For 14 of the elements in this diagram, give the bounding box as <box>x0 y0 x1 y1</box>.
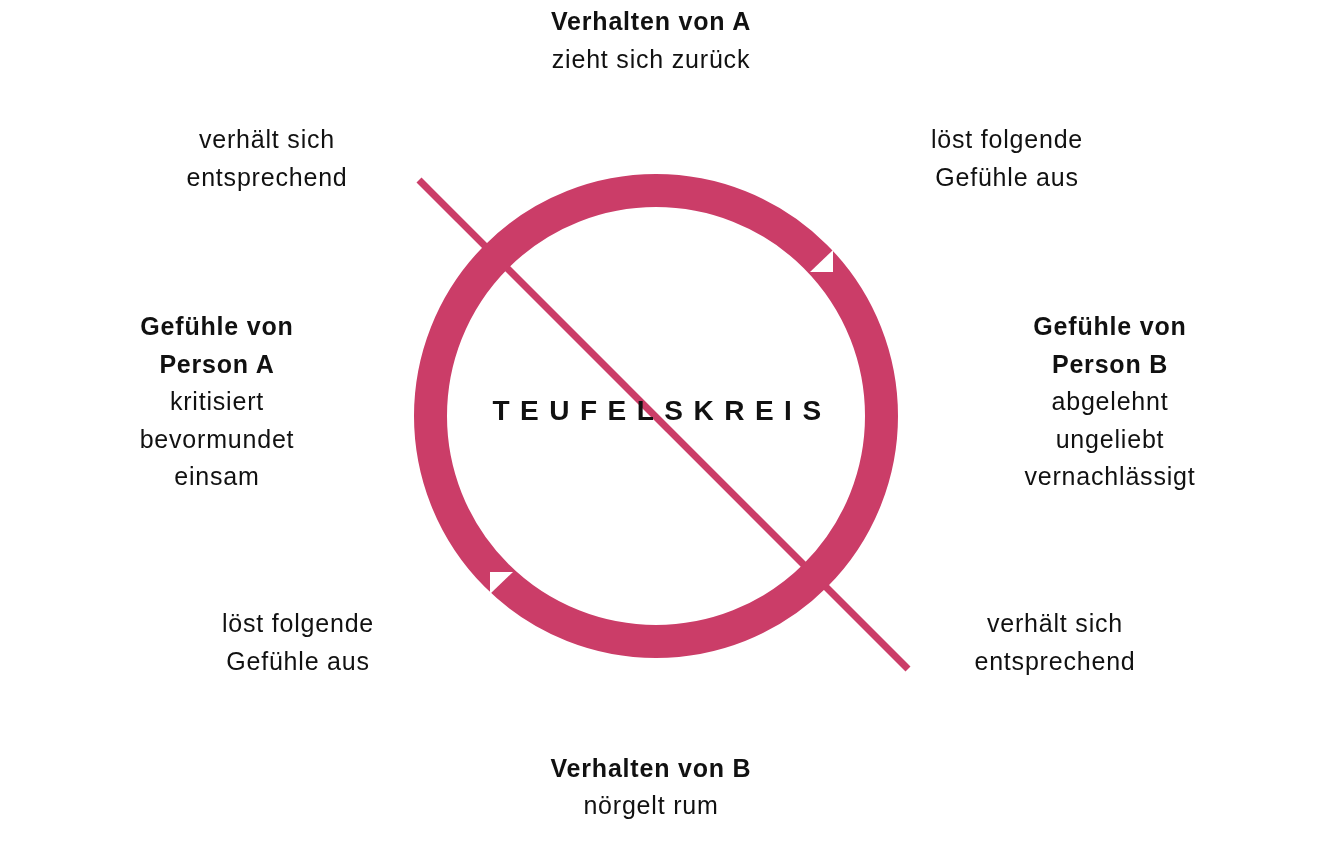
block-text: kritisiert <box>169 387 265 416</box>
block-text: löst folgende Gefühle aus <box>930 125 1084 191</box>
block-text: zieht sich zurück <box>551 45 751 74</box>
block-text: ungeliebt <box>1055 425 1165 454</box>
block-text: nörgelt rum <box>583 791 719 820</box>
block-heading: Verhalten von B <box>550 754 752 783</box>
block-text: vernachlässigt <box>1024 462 1196 491</box>
block-text: abgelehnt <box>1051 387 1169 416</box>
block-heading: Verhalten von A <box>551 7 751 36</box>
block-text: bevormundet <box>139 425 295 454</box>
block-text: einsam <box>174 462 260 491</box>
block-text: verhält sich entsprechend <box>974 609 1136 675</box>
block-text: löst folgende Gefühle aus <box>221 609 375 675</box>
block-text: verhält sich entsprechend <box>186 125 348 191</box>
